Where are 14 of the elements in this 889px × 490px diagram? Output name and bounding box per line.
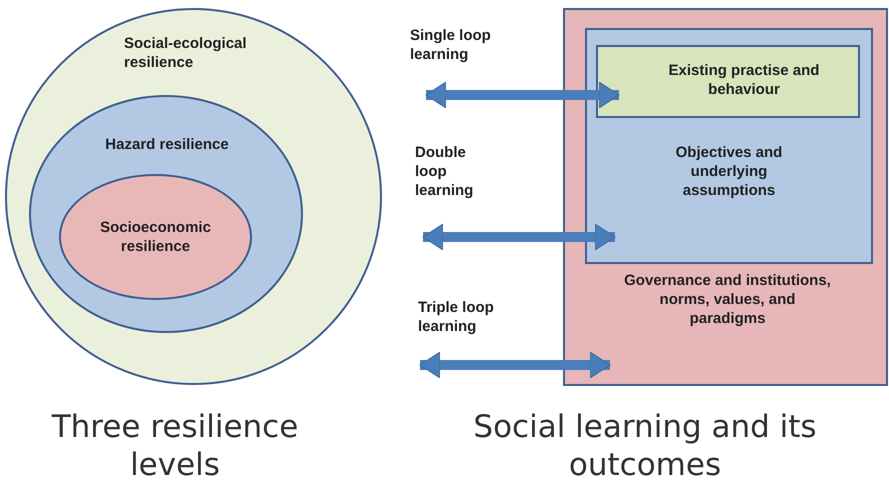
inner-rectangle (596, 45, 860, 118)
double-headed-arrow (420, 352, 610, 378)
panel-caption: Three resilience levels (50, 408, 300, 484)
panel-caption: Social learning and its outcomes (472, 408, 818, 484)
node-label: Hazard resilience (104, 135, 230, 154)
outer-rectangle (563, 8, 888, 386)
double-headed-arrow (426, 82, 620, 108)
node-label: Social-ecological resilience (124, 34, 248, 72)
node-label: Existing practise and behaviour (668, 61, 820, 99)
node-label: Governance and institutions, norms, values, and paradigms (623, 271, 832, 328)
double-headed-arrow (422, 224, 616, 250)
node-label: Objectives and underlying assumptions (674, 143, 784, 200)
node-label: Socioeconomic resilience (99, 218, 212, 256)
middle-rectangle (585, 28, 873, 264)
